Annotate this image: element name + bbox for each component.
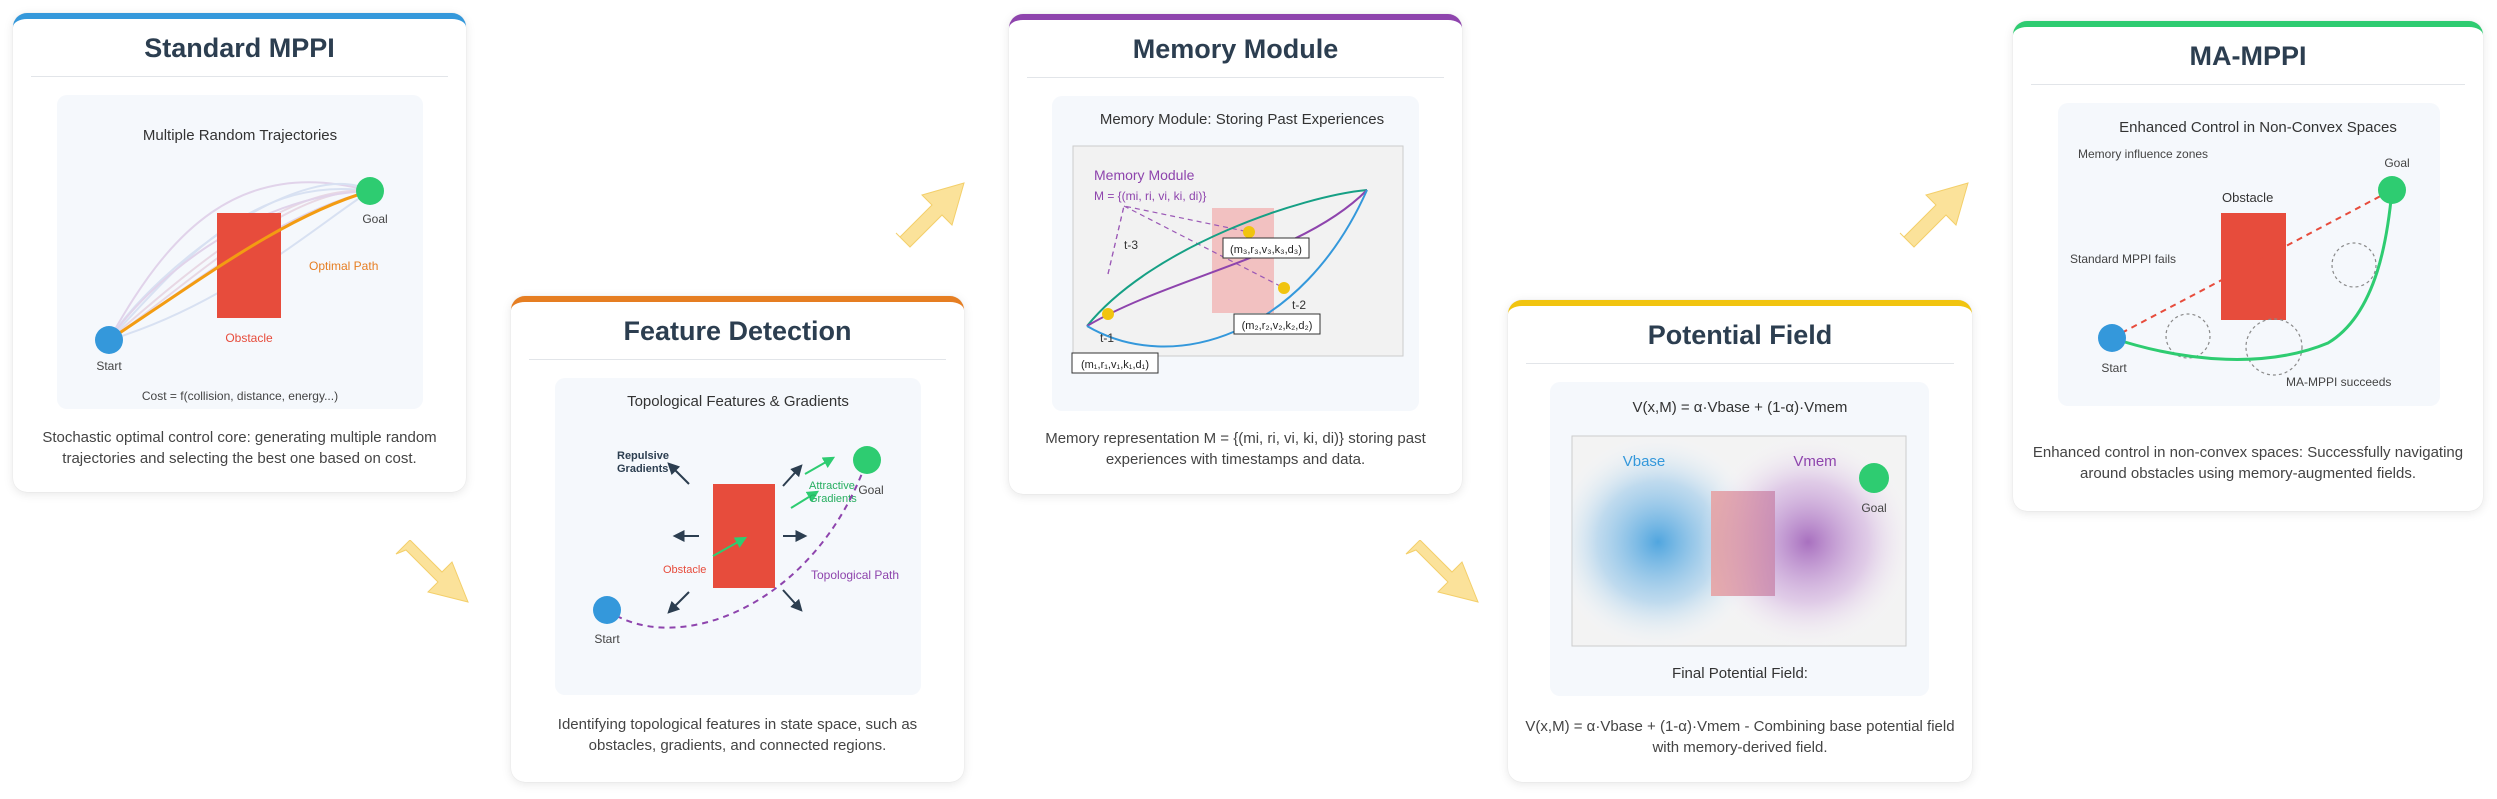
obstacle-label: Obstacle (2222, 190, 2273, 205)
start-node (593, 596, 621, 624)
repulsive-gradient-arrows (667, 462, 808, 614)
card-standard-mppi: Standard MPPI Multiple Random Trajectori… (13, 13, 466, 492)
memory-influence-zones (2165, 242, 2377, 376)
mppi-fails-label: Standard MPPI fails (2070, 252, 2176, 266)
memory-point-3 (1243, 226, 1255, 238)
card-ma-mppi: MA-MPPI Enhanced Control in Non-Convex S… (2013, 21, 2483, 511)
optimal-path (108, 189, 371, 342)
card-description: Stochastic optimal control core: generat… (42, 429, 437, 467)
flow-arrow-icon (1405, 540, 1479, 603)
goal-node (356, 177, 384, 205)
goal-label: Goal (1861, 501, 1886, 515)
goal-label: Goal (2384, 156, 2409, 170)
start-label: Start (594, 632, 620, 646)
ma-mppi-path (2111, 189, 2394, 361)
divider (1526, 363, 1954, 364)
tuple-label-1: (m₁,r₁,v₁,k₁,d₁) (1081, 359, 1149, 371)
tuple-box-3 (1222, 237, 1310, 259)
tuple-box-1 (1071, 352, 1159, 374)
card-title: Memory Module (1132, 34, 1339, 64)
card-title: Potential Field (1647, 320, 1833, 350)
memory-set-formula: M = {(mi, ri, vi, ki, di)} (1094, 189, 1206, 203)
start-node (95, 326, 123, 354)
card-memory-module: Memory Module Memory Module: Storing Pas… (1009, 14, 1462, 494)
vbase-label: Vbase (1623, 453, 1666, 470)
attractive-gradient-arrows (712, 456, 836, 557)
goal-node (853, 446, 881, 474)
card-description: Identifying topological features in stat… (557, 716, 918, 754)
goal-node (2378, 176, 2406, 204)
time-label-t2: t-2 (1292, 298, 1306, 312)
panel-title: Topological Features & Gradients (627, 393, 849, 410)
time-label-t3: t-3 (1124, 238, 1138, 252)
obstacle-label: Obstacle (663, 564, 706, 576)
field-formula: V(x,M) = α·Vbase + (1-α)·Vmem (1633, 399, 1848, 416)
obstacle (2221, 213, 2286, 320)
attractive-label-line2: Gradients (809, 493, 857, 505)
topological-path (606, 459, 868, 629)
repulsive-label-line1: Repulsive (617, 450, 669, 462)
divider (529, 359, 946, 360)
feature-diagram: Topological Features & Gradients Repulsi… (593, 393, 899, 646)
trajectory-teal (1086, 189, 1368, 327)
panel-title: Enhanced Control in Non-Convex Spaces (2119, 119, 2397, 136)
goal-node (1859, 463, 1889, 493)
obstacle (713, 484, 775, 588)
time-label-t1: t-1 (1100, 331, 1114, 345)
card-description: Enhanced control in non-convex spaces: S… (2032, 444, 2464, 482)
topological-path-label: Topological Path (811, 568, 899, 582)
memory-links (1107, 205, 1285, 289)
divider (2031, 84, 2465, 85)
optimal-path-label: Optimal Path (309, 259, 378, 273)
final-field-label: Final Potential Field: (1672, 665, 1808, 682)
card-potential-field: Potential Field V( (1508, 300, 1972, 782)
start-label: Start (96, 359, 122, 373)
potential-field-diagram: V(x,M) = α·Vbase + (1-α)·Vmem Vbase Vmem… (1571, 399, 1907, 682)
cost-formula: Cost = f(collision, distance, energy...) (142, 389, 338, 403)
memory-point-2 (1278, 282, 1290, 294)
memory-box-title: Memory Module (1094, 167, 1195, 183)
card-title: Standard MPPI (144, 33, 335, 63)
panel-title: Memory Module: Storing Past Experiences (1100, 111, 1384, 128)
card-title: MA-MPPI (2189, 41, 2307, 71)
goal-label: Goal (362, 212, 387, 226)
obstacle-label: Obstacle (225, 331, 273, 345)
divider (31, 76, 448, 77)
obstacle (217, 213, 281, 318)
tuple-label-3: (m₃,r₃,v₃,k₃,d₃) (1230, 244, 1302, 256)
diagram-panel: Enhanced Control in Non-Convex Spaces Me… (2058, 103, 2440, 406)
card-description: V(x,M) = α·Vbase + (1-α)·Vmem - Combinin… (1525, 718, 1955, 756)
repulsive-label-line2: Gradients (617, 463, 668, 475)
mampi-succeeds-label: MA-MPPI succeeds (2286, 375, 2391, 389)
vmem-label: Vmem (1793, 453, 1836, 470)
diagram-panel: Topological Features & Gradients Repulsi… (555, 378, 921, 695)
start-node (2098, 324, 2126, 352)
flow-arrow-icon (395, 540, 469, 603)
tuple-box-2 (1233, 313, 1321, 335)
diagram-panel: V(x,M) = α·Vbase + (1-α)·Vmem Vbase Vmem… (1550, 382, 1929, 696)
goal-label: Goal (858, 483, 883, 497)
trajectory-purple (1086, 189, 1368, 327)
ma-mppi-diagram: Enhanced Control in Non-Convex Spaces Me… (2070, 119, 2410, 389)
attractive-label-line1: Attractive (809, 480, 855, 492)
memory-point-1 (1102, 308, 1114, 320)
memory-zones-label: Memory influence zones (2078, 147, 2208, 161)
diagram-panel: Multiple Random Trajectories Optimal Pat… (57, 95, 423, 409)
memory-diagram: Memory Module: Storing Past Experiences … (1071, 111, 1404, 374)
start-label: Start (2101, 361, 2127, 375)
card-description: Memory representation M = {(mi, ri, vi, … (1045, 430, 1426, 468)
diagram-panel: Memory Module: Storing Past Experiences … (1052, 96, 1419, 411)
panel-title: Multiple Random Trajectories (143, 127, 337, 144)
card-feature-detection: Feature Detection Topological Features &… (511, 296, 964, 782)
tuple-label-2: (m₂,r₂,v₂,k₂,d₂) (1242, 320, 1313, 332)
mppi-diagram: Multiple Random Trajectories Optimal Pat… (95, 127, 388, 403)
failed-path (2111, 189, 2393, 339)
flow-arrow-icon (1899, 182, 1969, 248)
card-title: Feature Detection (623, 316, 852, 346)
obstacle-region (1711, 491, 1775, 596)
divider (1027, 77, 1444, 78)
flow-arrow-icon (895, 182, 965, 248)
